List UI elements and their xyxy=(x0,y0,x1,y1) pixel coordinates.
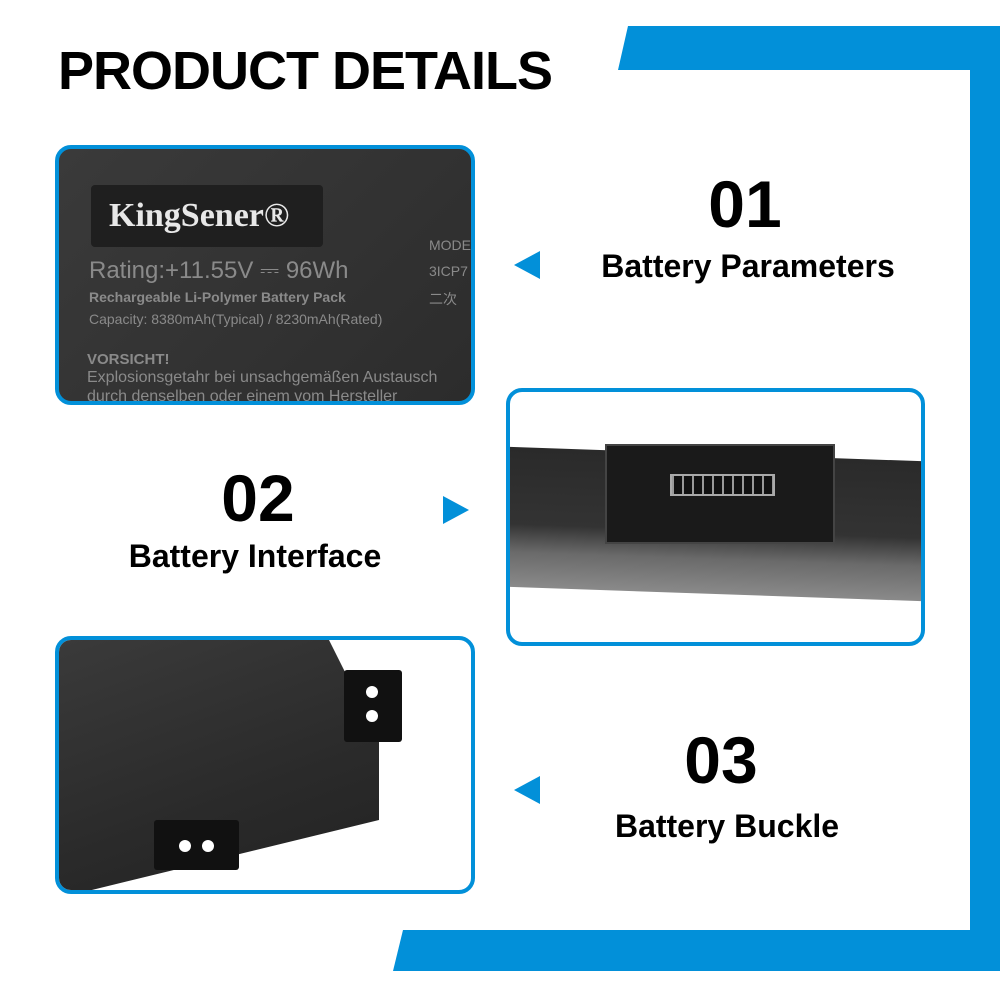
label-chinese: 二次 xyxy=(429,291,457,307)
frame-right-band xyxy=(970,26,1000,971)
feature-caption-battery-interface: Battery Interface xyxy=(128,538,382,574)
label-type: Rechargeable Li-Polymer Battery Pack xyxy=(89,289,346,305)
label-capacity: Capacity: 8380mAh(Typical) / 8230mAh(Rat… xyxy=(89,311,383,327)
brand-sticker xyxy=(91,185,323,247)
label-warning-text: Explosionsgetahr bei unsachgemäßen Austa… xyxy=(87,369,438,386)
frame-top-band xyxy=(618,26,1000,70)
page-title: PRODUCT DETAILS xyxy=(58,41,553,101)
frame-bottom-band xyxy=(393,930,1000,971)
feature-number-02: 02 xyxy=(221,461,295,535)
feature-caption-battery-buckle: Battery Buckle xyxy=(614,808,840,844)
label-warning-text2: durch denselben oder einem vom Herstelle… xyxy=(87,388,398,405)
arrow-left-icon xyxy=(514,776,540,804)
feature-caption-battery-parameters: Battery Parameters xyxy=(601,248,895,284)
buckle-tab-top xyxy=(344,670,402,742)
brand-logo: KingSener® xyxy=(109,197,290,234)
battery-interface-photo xyxy=(506,388,925,646)
label-model-code: 3ICP7 xyxy=(429,263,468,279)
label-rating: Rating:+11.55V ⎓ 96Wh xyxy=(89,257,349,284)
arrow-left-icon xyxy=(514,251,540,279)
label-model: MODE xyxy=(429,237,471,253)
buckle-tab-bottom xyxy=(154,820,239,870)
label-warning-title: VORSICHT! xyxy=(87,351,170,368)
battery-buckle-photo xyxy=(55,636,475,894)
arrow-right-icon xyxy=(443,496,469,524)
battery-label-photo: KingSener® MODE Rating:+11.55V ⎓ 96Wh 3I… xyxy=(55,145,475,405)
feature-number-01: 01 xyxy=(708,167,782,241)
connector-pins xyxy=(670,474,775,496)
feature-number-03: 03 xyxy=(684,723,758,797)
